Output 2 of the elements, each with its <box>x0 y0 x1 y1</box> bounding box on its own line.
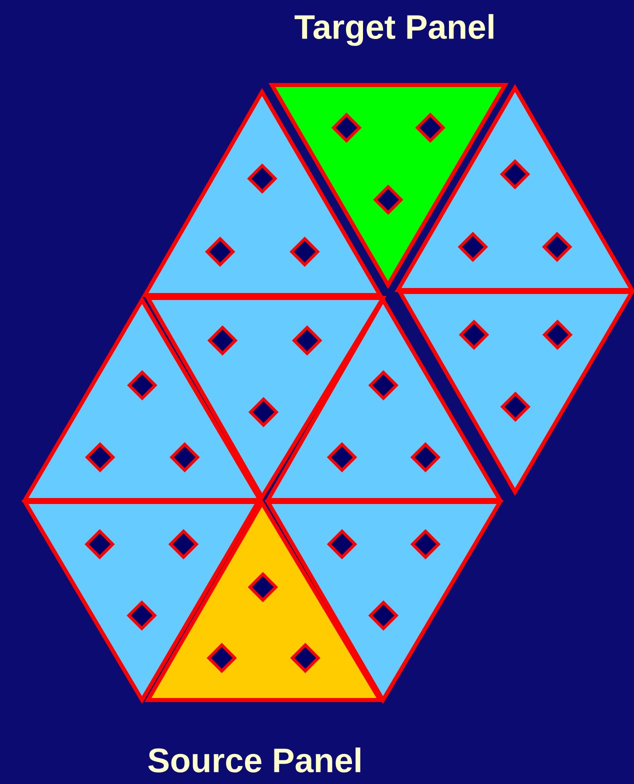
panel-label: Source Panel <box>148 748 360 772</box>
panel-label: Target Panel <box>294 14 494 46</box>
